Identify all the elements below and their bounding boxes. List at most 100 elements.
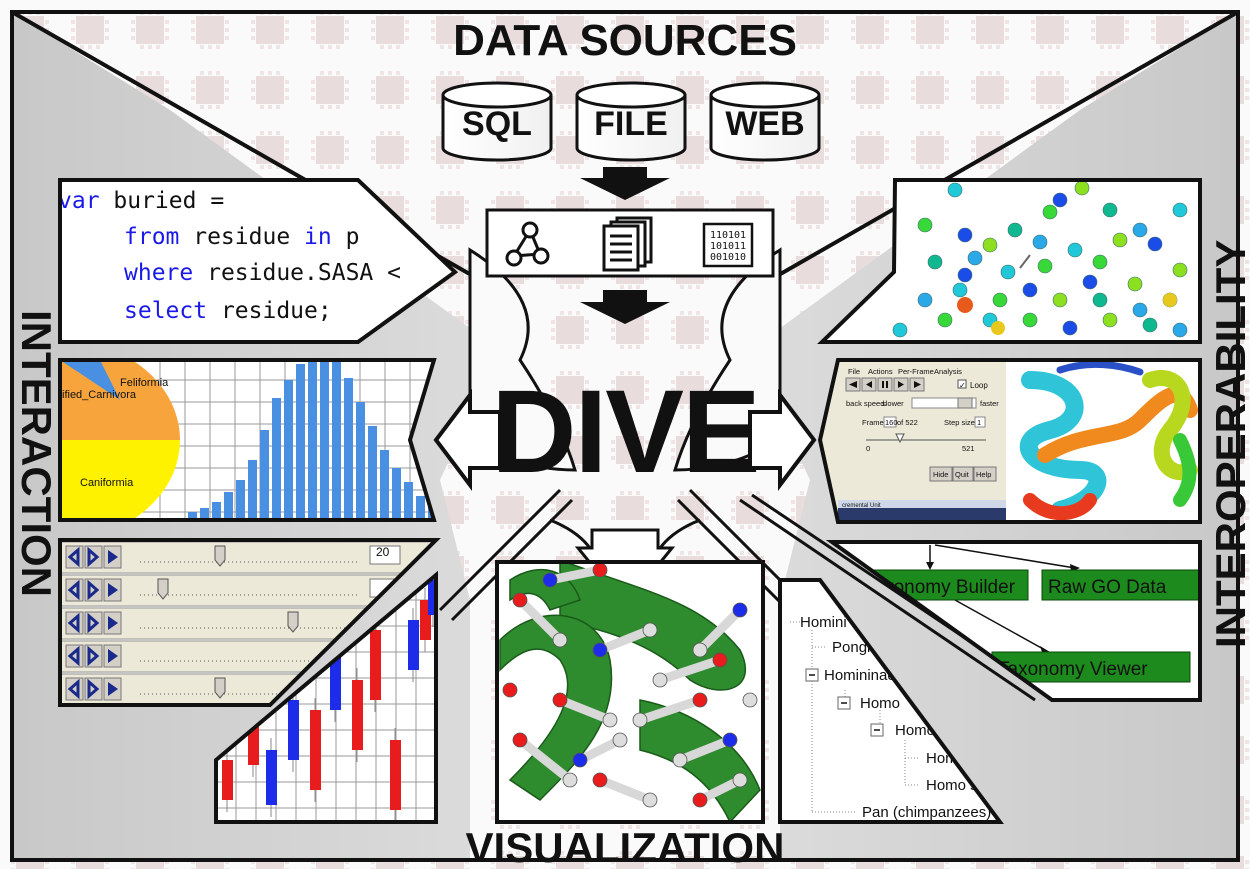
svg-text:Raw GO Data: Raw GO Data <box>1048 577 1167 598</box>
histogram-bar <box>212 502 221 520</box>
binary-icon: 110101 101011 001010 <box>702 222 754 268</box>
pie-label-carnivora: ified_Carnivora <box>62 389 137 401</box>
tree-item-pan[interactable]: Pan (chimpanzees) <box>862 804 991 821</box>
candle <box>266 750 277 805</box>
molecule-panel <box>495 560 765 824</box>
file-label: FILE <box>594 105 668 143</box>
histogram-bar <box>200 508 209 520</box>
histogram-bar <box>332 360 341 520</box>
histogram-bar <box>392 468 401 520</box>
histogram-bar <box>320 360 329 520</box>
interaction-label: INTERACTION <box>13 310 60 597</box>
graph-icon <box>505 221 550 267</box>
candle <box>222 760 233 800</box>
histogram-bar <box>296 364 305 520</box>
web-cylinder: WEB <box>709 81 821 162</box>
helix-render <box>1006 360 1200 522</box>
histogram-bar <box>380 450 389 520</box>
histogram-bar <box>260 430 269 520</box>
raw-go-data-node <box>1041 569 1200 601</box>
help-button[interactable]: Help <box>976 470 991 479</box>
candle <box>370 630 381 700</box>
svg-text:001010: 001010 <box>710 252 746 263</box>
svg-text:slower: slower <box>882 399 904 408</box>
frame-value[interactable]: 160 <box>885 418 898 427</box>
file-cylinder: FILE <box>575 81 687 162</box>
candle <box>288 700 299 760</box>
svg-text:0: 0 <box>866 444 870 453</box>
code-line-2: from residue in p <box>124 224 359 250</box>
histogram-bar <box>416 496 425 520</box>
code-line-4: select residue; <box>124 298 332 324</box>
svg-text:✓: ✓ <box>959 381 966 390</box>
code-line-3: where residue.SASA < <box>124 260 401 286</box>
sql-cylinder: SQL <box>441 81 553 162</box>
processing-box: 110101 101011 001010 <box>485 208 775 278</box>
svg-text:Frame: Frame <box>862 418 884 427</box>
histogram-bar <box>236 480 245 520</box>
slider-value: 20 <box>376 545 390 559</box>
web-label: WEB <box>725 105 804 143</box>
menu-per-frame[interactable]: Per-Frame <box>898 367 934 376</box>
slider-thumb[interactable] <box>157 578 169 600</box>
quit-button[interactable]: Quit <box>955 470 970 479</box>
candle <box>420 600 431 640</box>
pie-histogram-panel: Feliformia ified_Carnivora Caniformia <box>58 358 437 522</box>
histogram-bar <box>308 360 317 520</box>
code-panel: var buried = from residue in p where res… <box>58 178 459 344</box>
pie-label-feliformia: Feliformia <box>120 377 169 389</box>
slider-thumb[interactable] <box>214 677 226 699</box>
tree-item-homo[interactable]: Homo <box>860 695 900 712</box>
histogram-bar <box>272 398 281 520</box>
loop-checkbox-label[interactable]: Loop <box>970 381 988 390</box>
code-line-1: var buried = <box>58 188 224 214</box>
frame-slider-thumb[interactable] <box>895 433 905 444</box>
slider-thumb[interactable] <box>287 611 299 633</box>
svg-text:521: 521 <box>962 444 975 453</box>
sql-label: SQL <box>462 105 532 143</box>
candle <box>390 740 401 810</box>
tree-item-homininae[interactable]: Homininae <box>824 667 896 684</box>
svg-text:Taxonomy Viewer: Taxonomy Viewer <box>998 659 1148 680</box>
pie-label-caniformia: Caniformia <box>80 477 134 489</box>
menu-analysis[interactable]: Analysis <box>934 367 962 376</box>
svg-text:of 522: of 522 <box>897 418 918 427</box>
svg-text:Step size: Step size <box>944 418 975 427</box>
candle <box>352 680 363 750</box>
code-block: var buried = from residue in p where res… <box>58 188 401 324</box>
histogram-bar <box>368 426 377 520</box>
histogram-bar <box>404 482 413 520</box>
playback-icons[interactable] <box>849 381 921 388</box>
outer-frame <box>10 10 1240 862</box>
menu-actions[interactable]: Actions <box>868 367 893 376</box>
speed-slider[interactable] <box>911 397 977 409</box>
candle <box>330 650 341 710</box>
menu-file[interactable]: File <box>848 367 860 376</box>
down-arrow-2 <box>580 290 670 324</box>
atoms <box>502 562 758 808</box>
svg-text:faster: faster <box>980 399 999 408</box>
histogram-bar <box>224 492 233 520</box>
svg-text:cremental Unit: cremental Unit <box>842 503 881 509</box>
slider-rows <box>60 541 436 705</box>
player-panel: File Actions Per-Frame Analysis ✓ Loop b… <box>817 358 1202 524</box>
data-sources-title: DATA SOURCES <box>453 16 797 65</box>
histogram-bar <box>356 402 365 520</box>
histogram-bar <box>344 378 353 520</box>
candle <box>310 710 321 790</box>
step-value[interactable]: 1 <box>977 418 981 427</box>
interoperability-label: INTEROPERABILITY <box>1207 240 1250 648</box>
candle <box>248 725 259 765</box>
histogram-bar <box>284 380 293 520</box>
tree-item-homini[interactable]: Homini <box>800 614 847 631</box>
left-chevron-arrow <box>433 389 502 491</box>
visualization-label: VISUALIZATION <box>466 824 785 869</box>
svg-text:back speed:: back speed: <box>846 399 886 408</box>
candle <box>408 620 419 670</box>
documents-icon <box>602 216 653 272</box>
slider-thumb[interactable] <box>214 545 226 567</box>
right-chevron-arrow <box>748 389 817 491</box>
hide-button[interactable]: Hide <box>933 470 948 479</box>
